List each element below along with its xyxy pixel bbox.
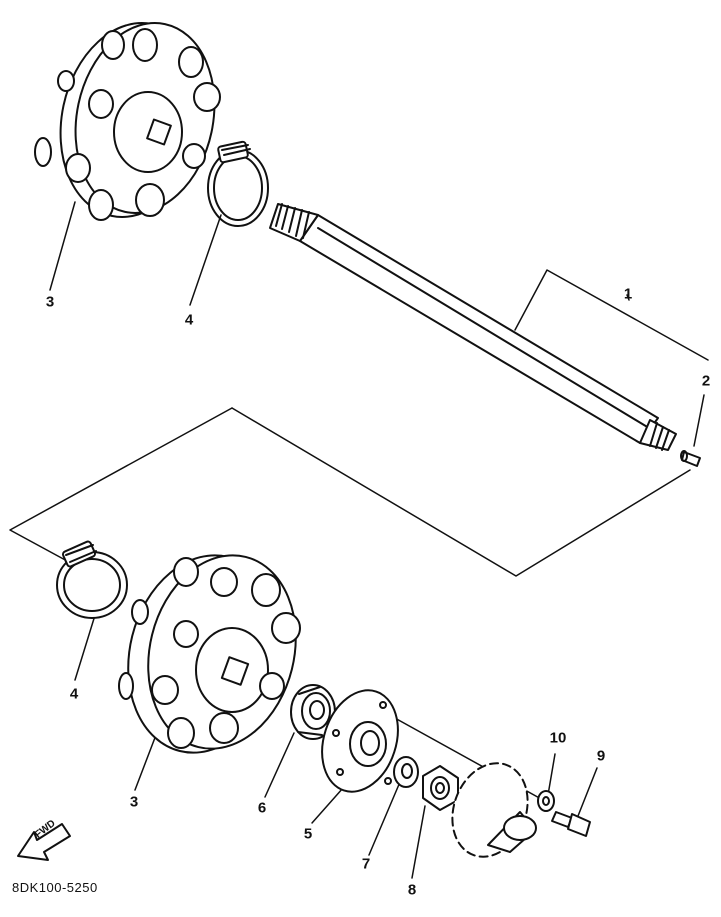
callout-4-top: 4 — [184, 311, 194, 329]
callout-5: 5 — [303, 825, 313, 843]
nut-8 — [422, 765, 459, 811]
drive-sprocket-top — [34, 22, 221, 221]
clamp-bottom — [56, 540, 128, 619]
forward-arrow-icon — [17, 823, 71, 861]
callout-8: 8 — [407, 881, 417, 899]
callout-7: 7 — [361, 855, 371, 873]
washer-7 — [393, 756, 419, 788]
pin-2 — [680, 450, 701, 467]
diagram-code: 8DK100-5250 — [12, 880, 98, 895]
callout-9: 9 — [596, 747, 606, 765]
bolt-9 — [551, 811, 591, 837]
callout-2: 2 — [701, 372, 711, 390]
clamp-top — [207, 140, 269, 227]
washer-10 — [537, 790, 555, 812]
drive-sprocket-bottom — [118, 554, 301, 754]
callout-4-bottom: 4 — [69, 685, 79, 703]
end-cap — [451, 762, 537, 858]
flange-plate-5 — [321, 689, 399, 793]
callout-6: 6 — [257, 799, 267, 817]
callout-3-bottom: 3 — [129, 793, 139, 811]
callout-10: 10 — [549, 729, 567, 747]
callout-3-top: 3 — [45, 293, 55, 311]
drive-shaft — [269, 203, 677, 451]
callout-1: 1 — [623, 285, 633, 303]
